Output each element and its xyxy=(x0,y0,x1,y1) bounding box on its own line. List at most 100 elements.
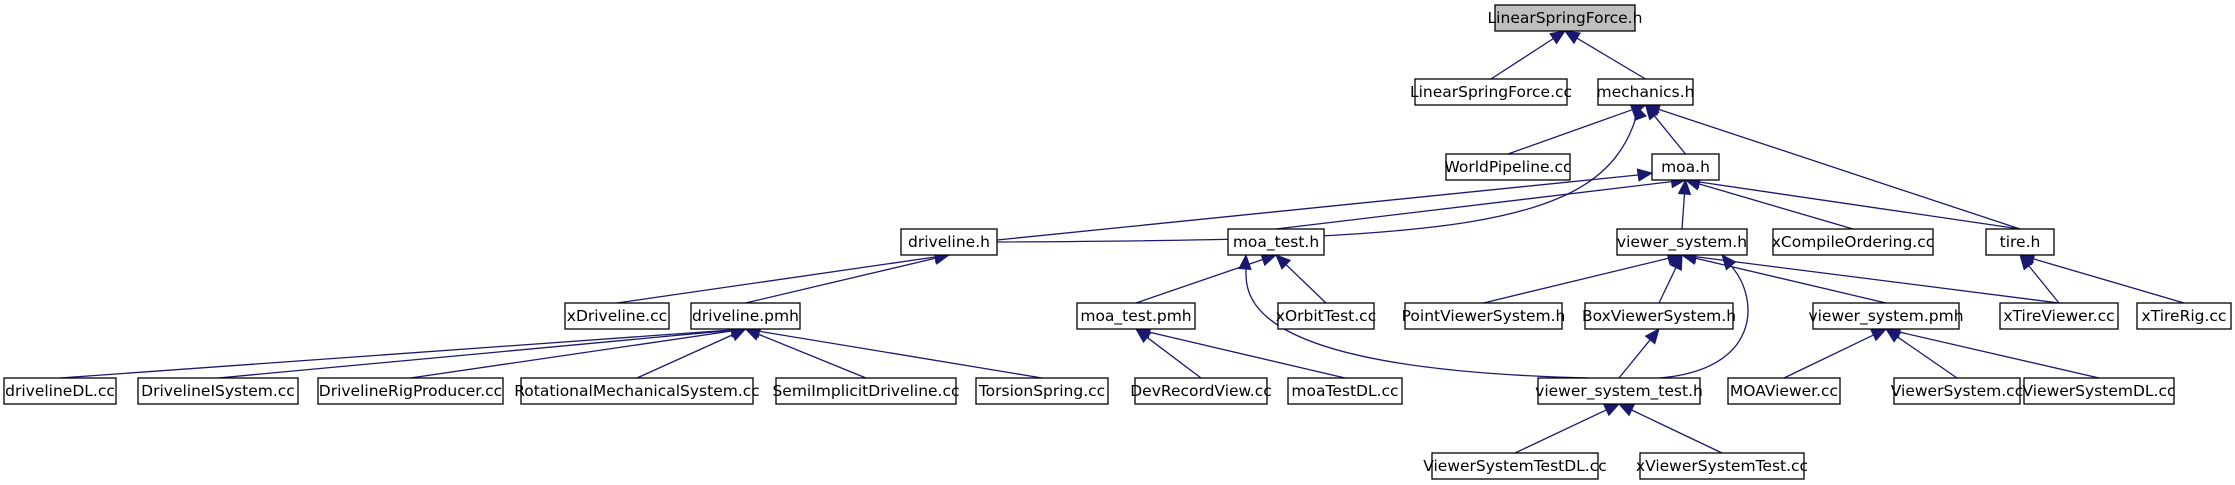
node-moa-test-h[interactable]: moa_test.h xyxy=(1227,228,1325,256)
node-driveline-h[interactable]: driveline.h xyxy=(900,228,998,256)
node-label: moa_test.h xyxy=(1233,233,1319,252)
node-viewersystem-cc[interactable]: ViewerSystem.cc xyxy=(1891,377,2023,405)
node-pointviewersystem-h[interactable]: PointViewerSystem.h xyxy=(1402,302,1566,330)
node-label: TorsionSpring.cc xyxy=(978,382,1105,400)
node-label: MOAViewer.cc xyxy=(1730,382,1838,400)
arrowhead xyxy=(1669,253,1683,271)
node-label: DevRecordView.cc xyxy=(1130,382,1272,400)
node-box xyxy=(1812,302,1960,330)
node-label: RotationalMechanicalSystem.cc xyxy=(514,382,760,400)
node-box xyxy=(1639,452,1805,480)
node-driveline-pmh[interactable]: driveline.pmh xyxy=(690,302,801,330)
node-mechanics-h[interactable]: mechanics.h xyxy=(1597,78,1695,106)
node-label: viewer_system.pmh xyxy=(1808,307,1963,326)
node-xtirerig-cc[interactable]: xTireRig.cc xyxy=(2136,302,2232,330)
node-box xyxy=(1651,153,1720,181)
edge-n19-to-n11 xyxy=(59,323,747,379)
node-box xyxy=(900,228,998,256)
node-label: moaTestDL.cc xyxy=(1291,382,1398,400)
node-label: ViewerSystem.cc xyxy=(1891,382,2023,400)
edge-n13-to-n7 xyxy=(1275,254,1327,304)
edge-n12-to-n7 xyxy=(1135,253,1278,304)
edge-n27-to-n8 xyxy=(1658,254,1749,379)
node-moaviewer-cc[interactable]: MOAViewer.cc xyxy=(1727,377,1841,405)
edge-n9-to-n4 xyxy=(1684,177,1854,230)
node-rotationalmechanicalsystem-cc[interactable]: RotationalMechanicalSystem.cc xyxy=(514,377,760,405)
node-xorbittest-cc[interactable]: xOrbitTest.cc xyxy=(1276,302,1376,330)
node-label: moa_test.pmh xyxy=(1080,307,1191,326)
node-box xyxy=(564,302,670,330)
edges-layer xyxy=(59,30,2185,454)
node-box xyxy=(2136,302,2232,330)
node-semiimplicitdriveline-cc[interactable]: SemiImplicitDriveline.cc xyxy=(772,377,960,405)
node-drivelinerigproducer-cc[interactable]: DrivelineRigProducer.cc xyxy=(317,377,504,405)
edge-n23-to-n11 xyxy=(744,328,867,379)
node-box xyxy=(1999,302,2119,330)
arrowhead xyxy=(1563,30,1581,45)
edge-n14-to-n8 xyxy=(1483,251,1684,304)
edge-n32-to-n27 xyxy=(1617,403,1723,454)
node-label: WorldPipeline.cc xyxy=(1444,158,1571,176)
node-label: driveline.h xyxy=(908,233,990,251)
node-boxviewersystem-h[interactable]: BoxViewerSystem.h xyxy=(1582,302,1736,330)
node-torsionspring-cc[interactable]: TorsionSpring.cc xyxy=(975,377,1109,405)
node-label: mechanics.h xyxy=(1597,83,1695,101)
edge-n27-to-n7 xyxy=(1238,253,1590,379)
node-viewer-system-pmh[interactable]: viewer_system.pmh xyxy=(1808,302,1964,330)
node-linearspringforce-cc[interactable]: LinearSpringForce.cc xyxy=(1410,78,1572,106)
node-box xyxy=(2023,377,2175,405)
node-viewer-system-test-h[interactable]: viewer_system_test.h xyxy=(1535,377,1703,405)
node-label: viewer_system.h xyxy=(1617,233,1747,252)
edge-n6-to-n2 xyxy=(996,103,1647,243)
arrowhead xyxy=(1617,403,1635,417)
edge-n22-to-n11 xyxy=(636,328,747,379)
node-xcompileordering-cc[interactable]: xCompileOrdering.cc xyxy=(1772,228,1935,256)
node-viewer-system-h[interactable]: viewer_system.h xyxy=(1616,228,1748,256)
node-box xyxy=(1597,78,1694,106)
edge-n17-to-n5 xyxy=(2019,254,2060,304)
node-box xyxy=(1445,153,1571,181)
edge-n28-to-n16 xyxy=(1783,328,1888,379)
edge-n31-to-n27 xyxy=(1514,403,1621,454)
node-drivelineisystem-cc[interactable]: DrivelineISystem.cc xyxy=(137,377,299,405)
arrowhead xyxy=(1677,178,1692,195)
node-label: xTireRig.cc xyxy=(2142,307,2227,325)
node-box xyxy=(1414,78,1568,106)
node-devrecordview-cc[interactable]: DevRecordView.cc xyxy=(1130,377,1272,405)
node-box xyxy=(137,377,299,405)
node-box xyxy=(1616,228,1748,256)
node-linearspringforce-h[interactable]: LinearSpringForce.h xyxy=(1488,4,1643,32)
edge-n15-to-n8 xyxy=(1658,253,1683,304)
node-label: moa.h xyxy=(1661,158,1710,176)
node-box xyxy=(1134,377,1268,405)
node-xtireviewer-cc[interactable]: xTireViewer.cc xyxy=(1999,302,2119,330)
node-box xyxy=(1772,228,1934,256)
node-label: ViewerSystemDL.cc xyxy=(2022,382,2175,400)
node-moa-test-pmh[interactable]: moa_test.pmh xyxy=(1076,302,1196,330)
node-box xyxy=(1431,452,1599,480)
node-label: tire.h xyxy=(2000,233,2041,251)
node-box xyxy=(1494,4,1636,32)
node-viewersystemtestdl-cc[interactable]: ViewerSystemTestDL.cc xyxy=(1423,452,1607,480)
node-moatestdl-cc[interactable]: moaTestDL.cc xyxy=(1287,377,1403,405)
edge-n24-to-n11 xyxy=(744,324,1043,379)
node-worldpipeline-cc[interactable]: WorldPipeline.cc xyxy=(1444,153,1572,181)
node-moa-h[interactable]: moa.h xyxy=(1651,153,1720,181)
edge-n10-to-n6 xyxy=(616,250,951,304)
edge-n20-to-n11 xyxy=(217,323,747,379)
node-label: DrivelineISystem.cc xyxy=(141,382,295,400)
node-box xyxy=(1227,228,1325,256)
node-tire-h[interactable]: tire.h xyxy=(1985,228,2055,256)
node-label: xTireViewer.cc xyxy=(2003,307,2114,325)
node-label: SemiImplicitDriveline.cc xyxy=(772,382,959,400)
edge-n27-to-n15 xyxy=(1618,328,1660,379)
node-drivelinedl-cc[interactable]: drivelineDL.cc xyxy=(3,377,117,405)
node-xdriveline-cc[interactable]: xDriveline.cc xyxy=(564,302,670,330)
arrowhead xyxy=(1644,328,1660,345)
edge-n4-to-n2 xyxy=(1644,104,1687,155)
node-viewersystemdl-cc[interactable]: ViewerSystemDL.cc xyxy=(2022,377,2176,405)
node-xviewersystemtest-cc[interactable]: xViewerSystemTest.cc xyxy=(1636,452,1808,480)
arrowhead xyxy=(1549,30,1567,45)
